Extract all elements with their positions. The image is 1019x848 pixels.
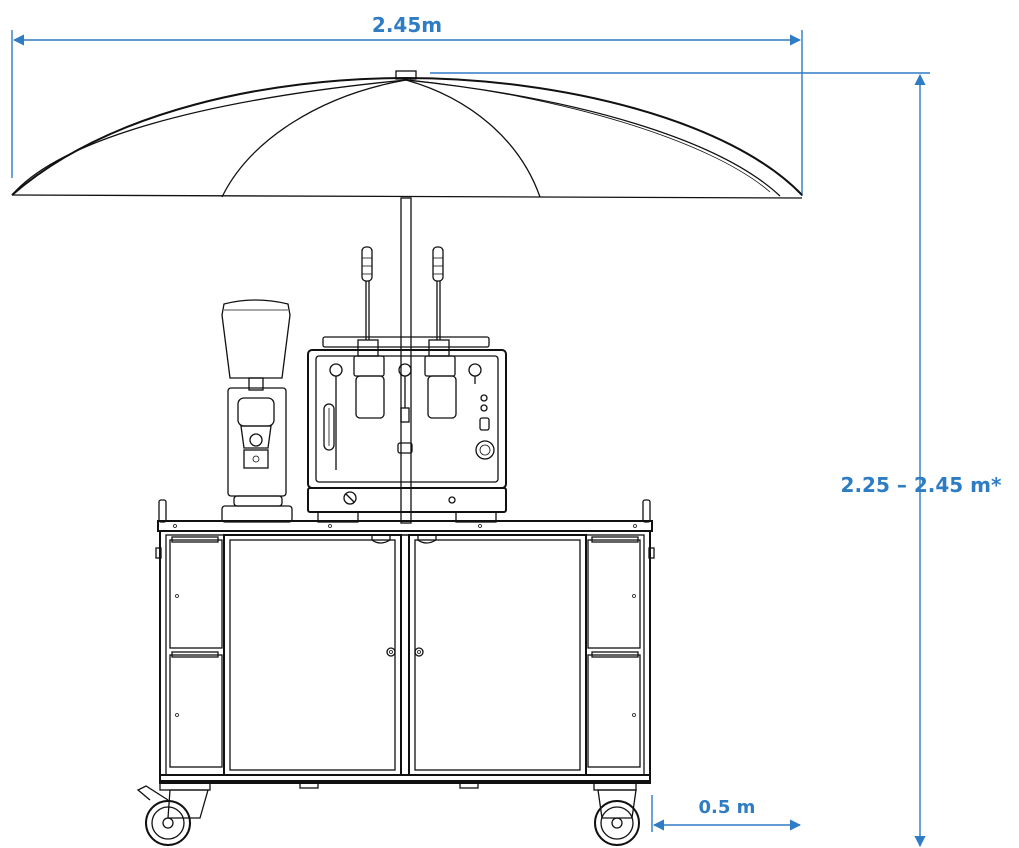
group-head-left	[353, 339, 385, 419]
width-dimension: 2.45m	[11, 13, 803, 196]
grinder-body	[227, 387, 287, 497]
umbrella-seam	[409, 79, 771, 193]
cart-bottom-rail	[159, 774, 651, 784]
door-hinge-right	[417, 535, 437, 544]
cabinet-door-right	[408, 534, 587, 776]
height-label: 2.25 – 2.45 m*	[841, 473, 1002, 497]
hot-water-spout	[400, 407, 410, 423]
valve-right-icon	[468, 363, 482, 377]
wheel-left	[145, 800, 191, 846]
wheel-right	[594, 800, 640, 846]
grinder-fork	[243, 449, 269, 469]
grinder-hopper	[221, 299, 291, 379]
side-panel-left-upper	[169, 539, 223, 649]
portafilter-left	[355, 375, 385, 419]
umbrella-canopy	[11, 76, 803, 196]
lever-right	[432, 246, 444, 340]
screw-icon	[343, 491, 357, 505]
side-panel-right-upper	[587, 539, 641, 649]
door-hinge-left	[371, 535, 391, 544]
umbrella-pole	[400, 197, 412, 524]
cabinet-door-left	[223, 534, 402, 776]
group-head-right	[424, 339, 457, 419]
cart	[155, 499, 655, 789]
machine-top-rail	[322, 336, 490, 348]
depth-label: 0.5 m	[699, 797, 756, 818]
width-label: 2.45m	[372, 13, 442, 37]
portafilter-right	[427, 375, 457, 419]
caster-right	[593, 782, 640, 846]
umbrella-rib-far-left	[11, 79, 407, 196]
machine-badge	[397, 442, 413, 454]
door-lock-left-icon	[386, 647, 396, 657]
sight-glass	[323, 403, 335, 451]
umbrella-rim	[11, 194, 803, 199]
machine-body	[307, 349, 507, 489]
espresso-machine	[307, 246, 507, 523]
caster-left	[136, 782, 211, 846]
grinder-chute	[240, 425, 272, 449]
cart-post-right	[642, 499, 651, 523]
valve-left-icon	[329, 363, 343, 377]
switch-icon	[479, 417, 490, 431]
cart-frame	[159, 530, 651, 782]
umbrella	[11, 70, 803, 524]
side-panel-right-lower	[587, 654, 641, 768]
umbrella-rib-right	[405, 79, 541, 198]
coffee-grinder	[221, 299, 293, 523]
indicator-light-icon	[480, 394, 488, 402]
grinder-base	[221, 505, 293, 523]
pressure-gauge-icon	[475, 440, 495, 460]
height-dimension: 2.25 – 2.45 m*	[430, 72, 1002, 848]
cart-post-left	[158, 499, 167, 523]
lever-left	[361, 246, 373, 340]
umbrella-rib-left	[221, 79, 407, 198]
door-lock-right-icon	[414, 647, 424, 657]
machine-base	[307, 487, 507, 513]
caster-brake	[136, 785, 169, 801]
side-panel-left-lower	[169, 654, 223, 768]
depth-dimension: 0.5 m	[651, 795, 802, 832]
